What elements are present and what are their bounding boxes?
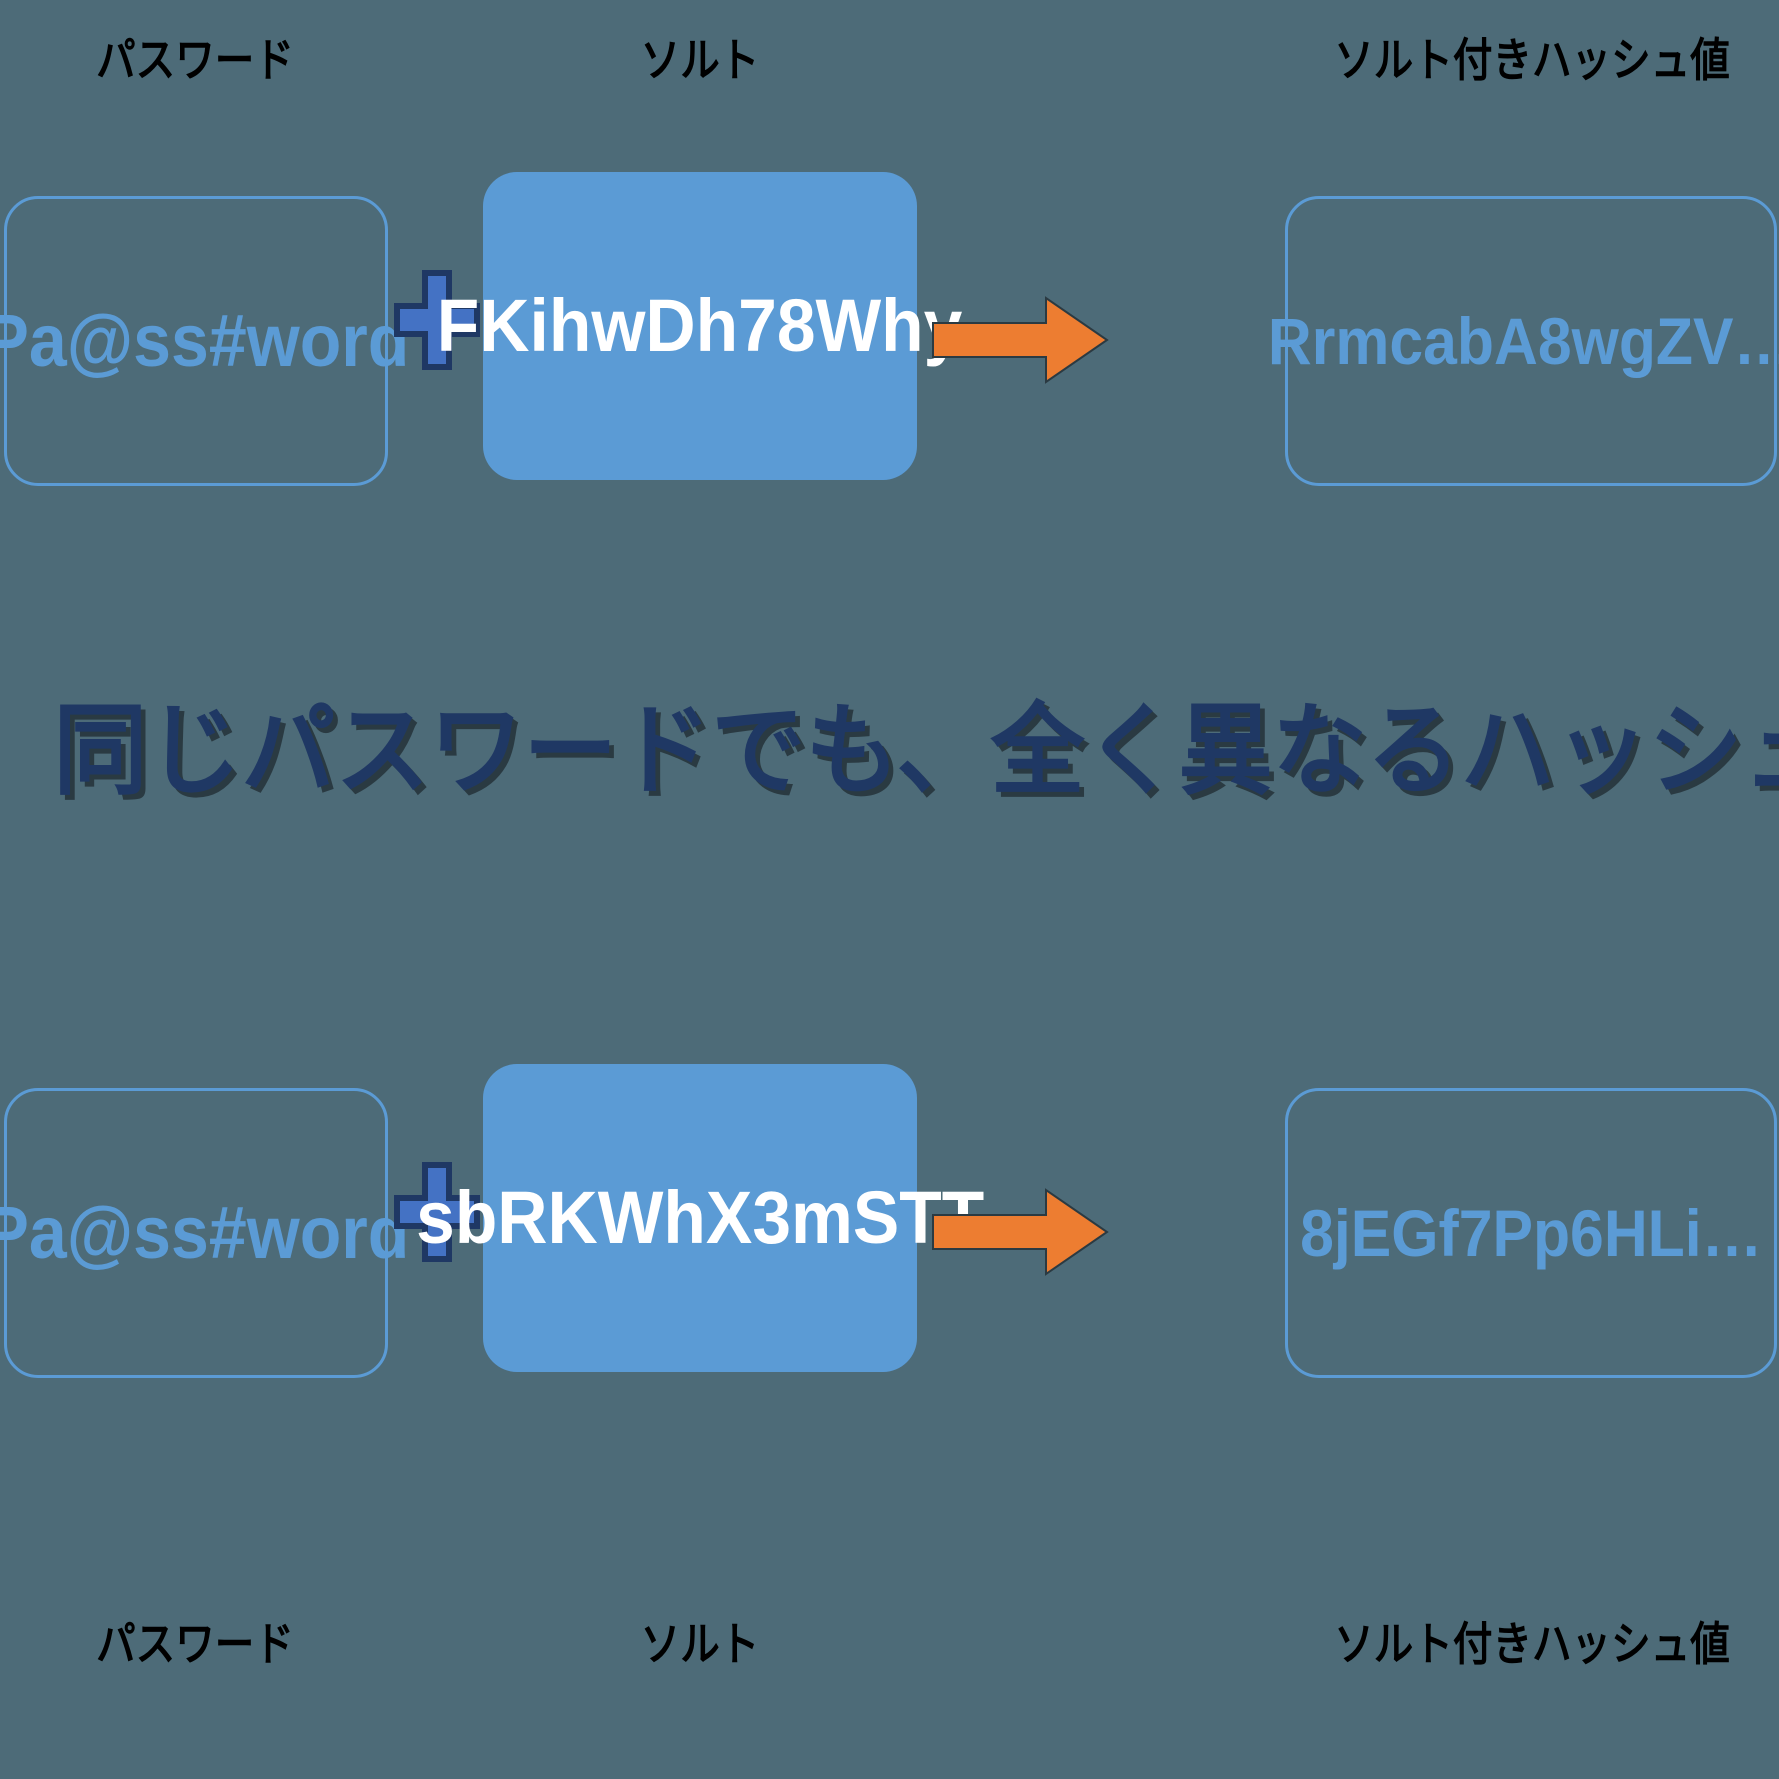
plus-icon-top: [394, 270, 480, 370]
headline-text: 同じパスワードでも、全く異なるハッシュ値に！: [53, 696, 1779, 807]
password-box-bottom[interactable]: Pa@ss#word: [0, 1088, 409, 1378]
caption-hash-top: ソルト付きハッシュ値: [1334, 35, 1730, 86]
salt-value-bottom: sbRKWhX3mSTT: [415, 1176, 985, 1259]
password-box-top[interactable]: Pa@ss#word: [0, 196, 409, 486]
hash-value-bottom: 8jEGf7Pp6HLi…: [1299, 1196, 1763, 1270]
hash-box-bottom[interactable]: 8jEGf7Pp6HLi…: [1285, 1088, 1777, 1378]
salt-box-bottom[interactable]: sbRKWhX3mSTT: [416, 1064, 984, 1372]
caption-password-bottom: パスワード: [96, 1619, 294, 1670]
password-value-top: Pa@ss#word: [0, 299, 409, 382]
password-value-bottom: Pa@ss#word: [0, 1191, 409, 1274]
plus-icon-bottom: [394, 1162, 480, 1262]
caption-password-top: パスワード: [96, 35, 294, 86]
arrow-right-icon-bottom: [930, 1184, 1110, 1280]
caption-salt-bottom: ソルト: [640, 1619, 760, 1670]
hash-value-top: RrmcabA8wgZV…: [1267, 304, 1779, 378]
salt-box-top[interactable]: FKihwDh78Why: [437, 172, 963, 480]
salt-value-top: FKihwDh78Why: [437, 284, 963, 367]
hash-box-top[interactable]: RrmcabA8wgZV…: [1268, 196, 1779, 486]
caption-salt-top: ソルト: [640, 35, 760, 86]
caption-hash-bottom: ソルト付きハッシュ値: [1334, 1619, 1730, 1670]
arrow-right-icon-top: [930, 292, 1110, 388]
